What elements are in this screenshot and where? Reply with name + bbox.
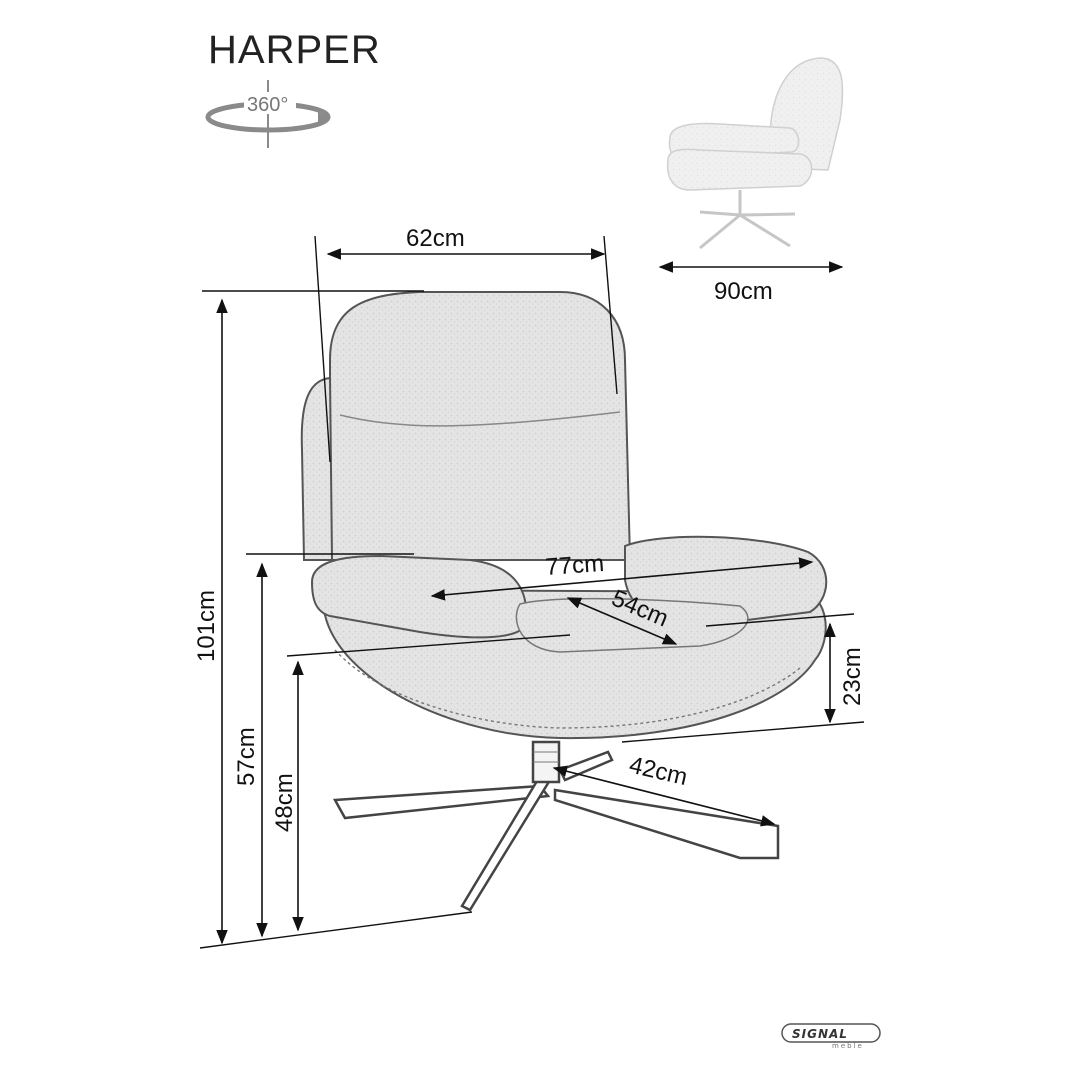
- backrest-seam: [339, 411, 621, 427]
- dim-line-seat-width: [430, 557, 814, 601]
- backrest: [329, 291, 632, 561]
- rotation-360-icon: 360°: [205, 80, 331, 148]
- dim-label-height: 101cm: [193, 590, 220, 662]
- dim-label-seat-height: 48cm: [271, 773, 298, 832]
- rotation-label: 360°: [247, 94, 288, 116]
- ext-line-23-top: [705, 613, 855, 627]
- dim-line-base: [552, 765, 776, 827]
- dim-label-depth: 90cm: [714, 278, 773, 305]
- main-chair: [300, 291, 828, 740]
- backrest-side: [300, 376, 334, 561]
- ext-line-62-left: [314, 235, 331, 463]
- base-leg-right: [553, 788, 780, 860]
- rotation-arrowhead: [318, 112, 330, 124]
- dim-label-base: 42cm: [627, 752, 690, 792]
- dim-label-seat-thickness: 23cm: [839, 647, 866, 706]
- base-leg-left: [332, 784, 551, 820]
- ext-line-62-right: [603, 235, 618, 395]
- dim-label-arm-height: 57cm: [233, 727, 260, 786]
- signal-logo: SIGNAL meble: [781, 1023, 881, 1050]
- dim-line-seat-depth: [566, 597, 678, 645]
- logo-sub: meble: [832, 1042, 864, 1050]
- logo-badge: [781, 1023, 881, 1043]
- floor-line: [199, 911, 473, 949]
- ext-line-48-top: [286, 634, 571, 657]
- product-title: HARPER: [208, 28, 381, 72]
- side-view-chair: [666, 57, 844, 250]
- seat-seam: [334, 649, 801, 729]
- side-seat: [666, 148, 813, 191]
- dim-label-seat-width: 77cm: [545, 550, 605, 581]
- dim-label-width: 62cm: [406, 225, 465, 252]
- ext-line-23-bottom: [621, 721, 865, 743]
- logo-name: SIGNAL: [792, 1027, 848, 1041]
- swivel-base: [332, 740, 780, 912]
